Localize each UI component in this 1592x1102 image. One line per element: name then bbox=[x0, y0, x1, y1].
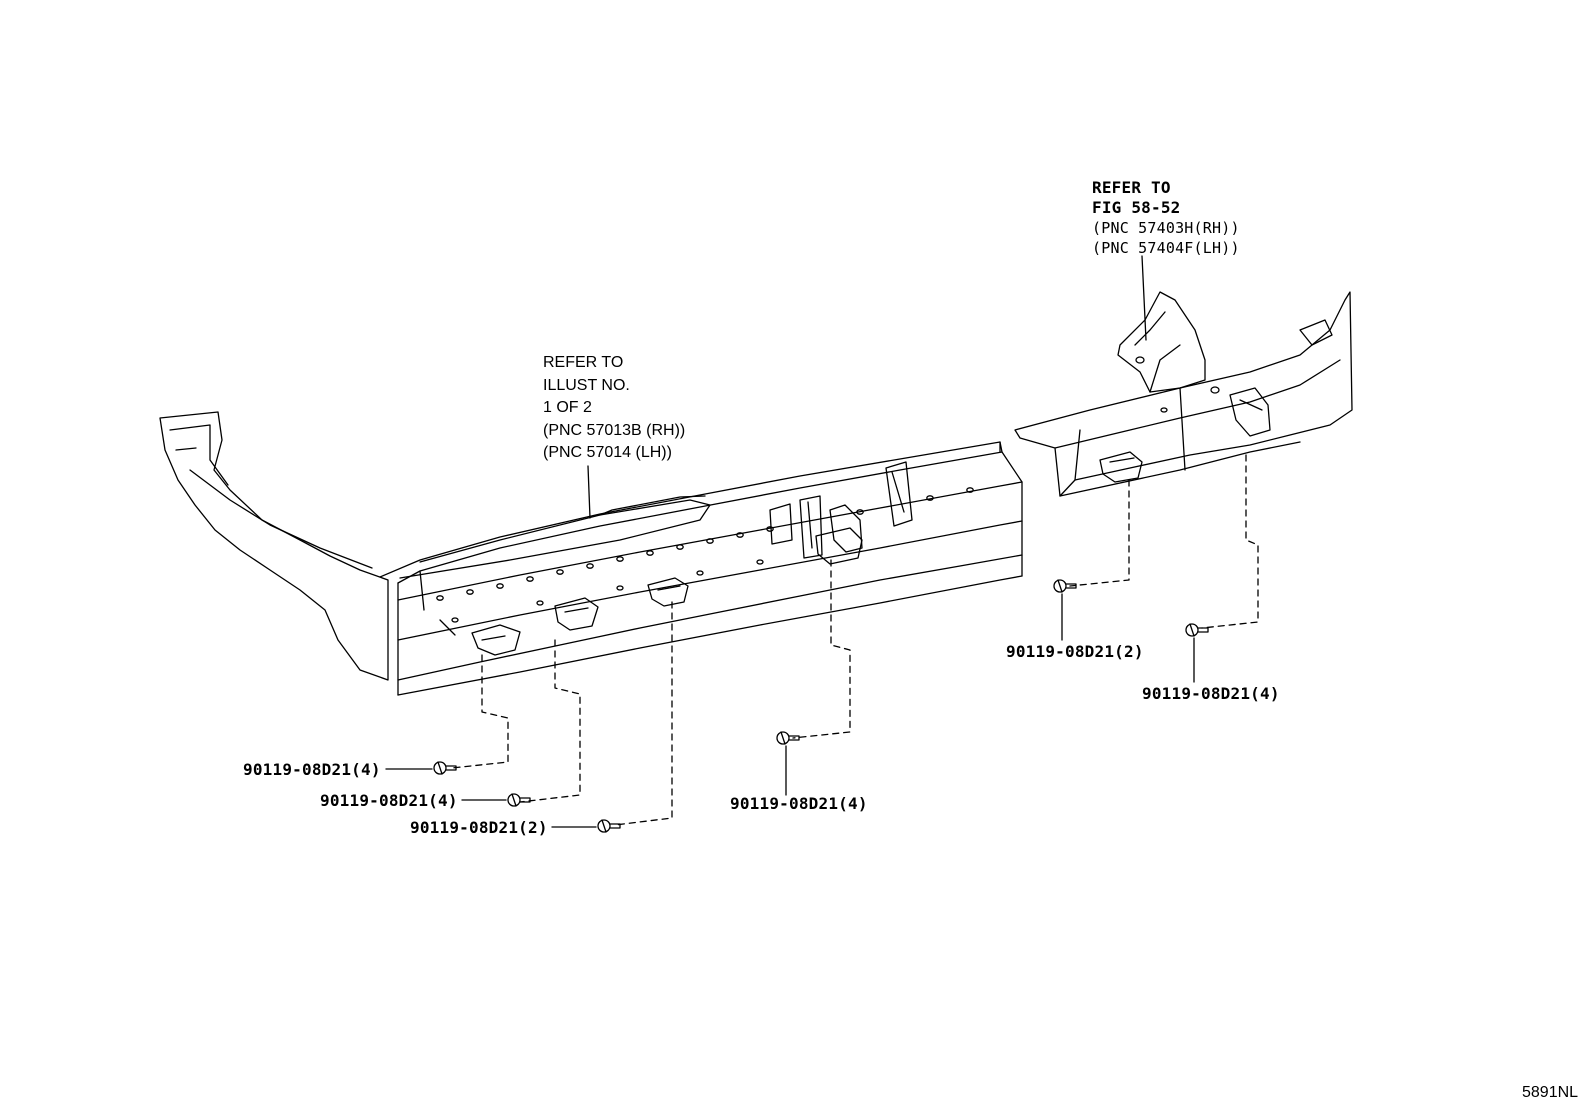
rocker-panel-main bbox=[159, 411, 1023, 696]
callout-c2: 90119-08D21(4) bbox=[320, 791, 458, 810]
bolt-dash-paths bbox=[451, 454, 1259, 826]
callout-c3: 90119-08D21(2) bbox=[410, 818, 548, 837]
callout-c4: 90119-08D21(4) bbox=[730, 794, 868, 813]
ref-center-line-1: REFER TO bbox=[543, 354, 624, 371]
bolt-c1 bbox=[433, 761, 457, 775]
reference-leaders bbox=[587, 255, 1147, 519]
rear-rocker-extension bbox=[1014, 291, 1353, 497]
callout-leaders bbox=[385, 593, 1195, 828]
reference-note-center: REFER TO ILLUST NO. 1 OF 2 (PNC 57013B (… bbox=[543, 352, 685, 465]
bolt-c4 bbox=[776, 731, 800, 745]
callout-c5: 90119-08D21(2) bbox=[1006, 642, 1144, 661]
bolt-c6 bbox=[1185, 623, 1209, 637]
ref-right-line-1: REFER TO bbox=[1092, 178, 1171, 197]
bolt-c5 bbox=[1053, 579, 1077, 593]
callout-c1: 90119-08D21(4) bbox=[243, 760, 381, 779]
bolts bbox=[433, 579, 1209, 833]
callout-c6: 90119-08D21(4) bbox=[1142, 684, 1280, 703]
ref-center-line-2: ILLUST NO. bbox=[543, 376, 630, 394]
reference-note-right: REFER TO FIG 58-52 (PNC 57403H(RH)) (PNC… bbox=[1092, 178, 1240, 258]
ref-right-line-4: (PNC 57404F(LH)) bbox=[1092, 239, 1240, 257]
ref-center-line-3: 1 OF 2 bbox=[543, 399, 592, 416]
ref-center-line-4: (PNC 57013B (RH)) bbox=[543, 421, 686, 439]
bolt-c2 bbox=[507, 793, 531, 807]
figure-id: 5891NL bbox=[1522, 1084, 1579, 1101]
bolt-c3 bbox=[597, 819, 621, 833]
ref-right-line-2: FIG 58-52 bbox=[1092, 198, 1181, 217]
ref-right-line-3: (PNC 57403H(RH)) bbox=[1092, 219, 1240, 237]
ref-center-line-5: (PNC 57014 (LH)) bbox=[543, 444, 672, 461]
